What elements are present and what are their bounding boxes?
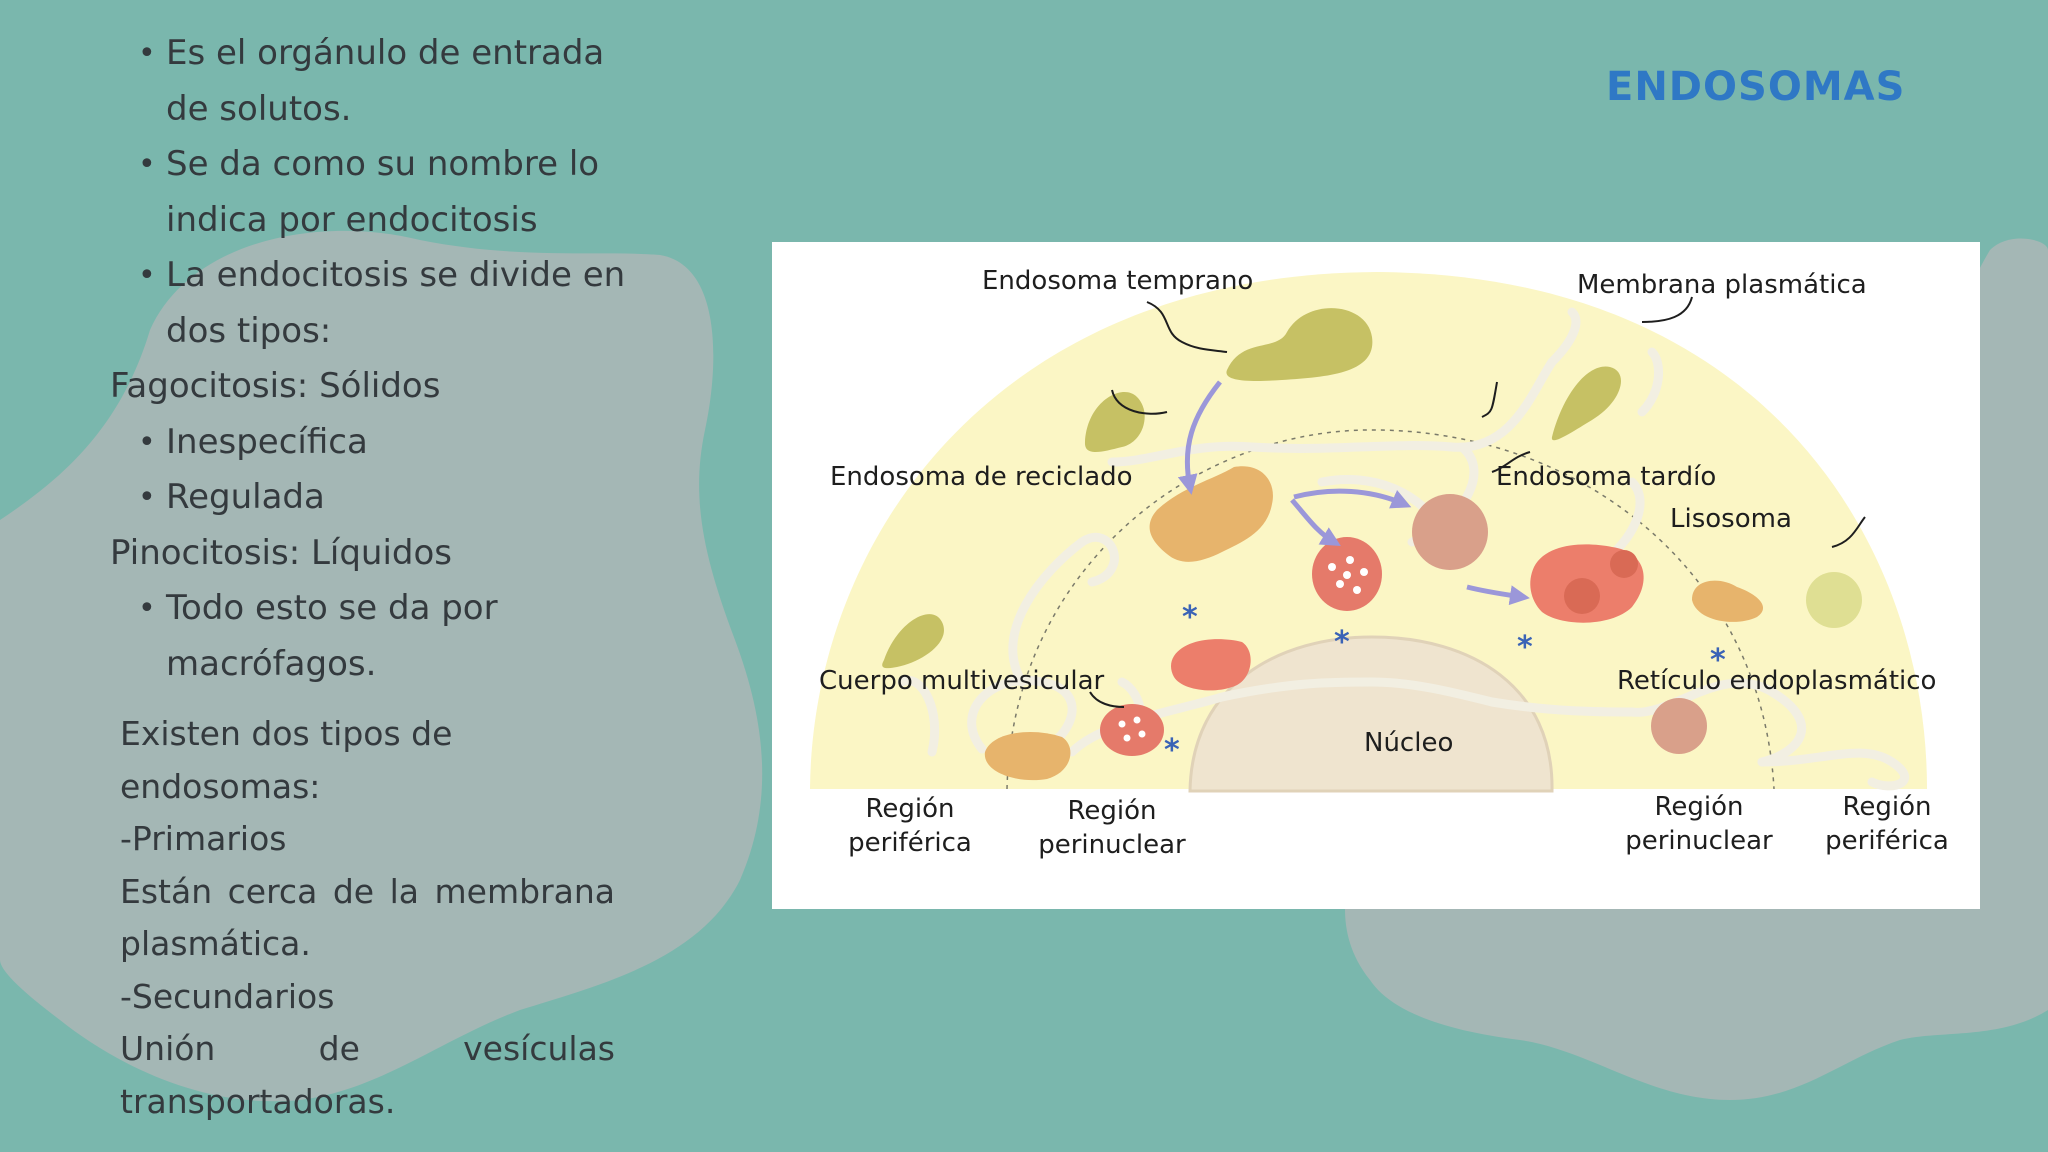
- fagocitosis-heading: Fagocitosis: Sólidos: [110, 366, 441, 406]
- early-endosome-left: [1084, 392, 1145, 452]
- early-endosome-right: [1551, 366, 1622, 441]
- region-type: perinuclear: [1038, 830, 1186, 860]
- lysosome-small: [1171, 639, 1251, 691]
- text-column: Es el orgánulo de entrada de solutos. Se…: [110, 26, 630, 692]
- primarios-desc-line1: Están cerca de la membrana: [120, 871, 615, 911]
- label-endosoma-tardio: Endosoma tardío: [1496, 462, 1717, 492]
- recycling-endosome-lower: [984, 732, 1071, 781]
- recycling-endosome: [1149, 466, 1273, 562]
- lysosome-spot: [1610, 550, 1638, 578]
- bullet-item: Regulada: [138, 470, 630, 526]
- pinocitosis-heading: Pinocitosis: Líquidos: [110, 532, 453, 573]
- bullet-item: Todo esto se da por macrófagos.: [138, 581, 630, 692]
- secundarios-label: -Secundarios: [120, 976, 335, 1016]
- endosome-types-text: Existen dos tipos de endosomas: -Primari…: [120, 708, 615, 1128]
- region-type: periférica: [848, 828, 972, 858]
- svg-text:*: *: [1182, 600, 1198, 635]
- label-cuerpo-multivesicular: Cuerpo multivesicular: [819, 666, 1105, 696]
- region-word: Región: [1654, 792, 1744, 822]
- svg-text:*: *: [1517, 630, 1533, 665]
- label-lisosoma: Lisosoma: [1670, 504, 1792, 534]
- page-title: ENDOSOMAS: [1606, 64, 1906, 110]
- arrow-icon: [1177, 380, 1530, 606]
- early-endosome-small-right: [1806, 572, 1862, 628]
- endosome-types-intro: Existen dos tipos de endosomas:: [120, 714, 453, 806]
- region-word: Región: [865, 794, 955, 824]
- region-right-perinuclear: Región perinuclear: [1614, 790, 1784, 858]
- svg-text:*: *: [1164, 733, 1180, 768]
- diagram-svg: * * * * *: [810, 272, 1927, 793]
- asterisk-icon: * * * * *: [1164, 600, 1726, 768]
- primarios-label: -Primarios: [120, 819, 287, 858]
- svg-text:*: *: [1710, 643, 1726, 678]
- secundarios-desc-line1: Unión de vesículas: [120, 1029, 615, 1068]
- bullet-item: Inespecífica: [138, 415, 630, 471]
- label-endosoma-temprano: Endosoma temprano: [982, 266, 1254, 296]
- region-word: Región: [1067, 796, 1157, 826]
- region-right-periferica: Región periférica: [1807, 790, 1967, 858]
- nucleus: [1188, 635, 1554, 793]
- bullet-item: Es el orgánulo de entrada de solutos.: [138, 26, 630, 137]
- region-word: Región: [1842, 792, 1932, 822]
- label-membrana-plasmatica: Membrana plasmática: [1577, 270, 1867, 300]
- label-nucleo: Núcleo: [1364, 728, 1454, 758]
- bullet-list-top: Es el orgánulo de entrada de solutos. Se…: [110, 26, 630, 359]
- lysosome-spot: [1564, 578, 1600, 614]
- pinocitosis-list: Todo esto se da por macrófagos.: [110, 581, 630, 692]
- label-reticulo: Retículo endoplasmático: [1617, 666, 1937, 696]
- label-endosoma-reciclado: Endosoma de reciclado: [830, 462, 1133, 492]
- late-endosome-small: [1651, 698, 1707, 754]
- svg-text:*: *: [1334, 625, 1350, 660]
- region-left-perinuclear: Región perinuclear: [1027, 794, 1197, 862]
- fagocitosis-list: Inespecífica Regulada: [110, 415, 630, 526]
- primarios-desc-line2: plasmática.: [120, 924, 311, 963]
- bullet-item: La endocitosis se divide en dos tipos:: [138, 248, 630, 359]
- mvb-vesicles: [1328, 556, 1368, 594]
- secundarios-desc-line2: transportadoras.: [120, 1081, 396, 1121]
- late-endosome: [1412, 494, 1488, 570]
- recycling-endosome-right: [1692, 580, 1764, 622]
- multivesicular-body-small: [1100, 704, 1164, 756]
- early-endosome-lower-left: [882, 614, 944, 669]
- leader-lines: [1089, 296, 1866, 708]
- region-type: periférica: [1825, 826, 1949, 856]
- region-type: perinuclear: [1625, 826, 1773, 856]
- bullet-item: Se da como su nombre lo indica por endoc…: [138, 137, 630, 248]
- mvb-small-vesicles: [1118, 716, 1146, 742]
- endosome-diagram: * * * * * Endosoma temprano Membrana pla…: [772, 242, 1980, 909]
- region-left-periferica: Región periférica: [830, 792, 990, 860]
- early-endosome-large: [1226, 308, 1373, 381]
